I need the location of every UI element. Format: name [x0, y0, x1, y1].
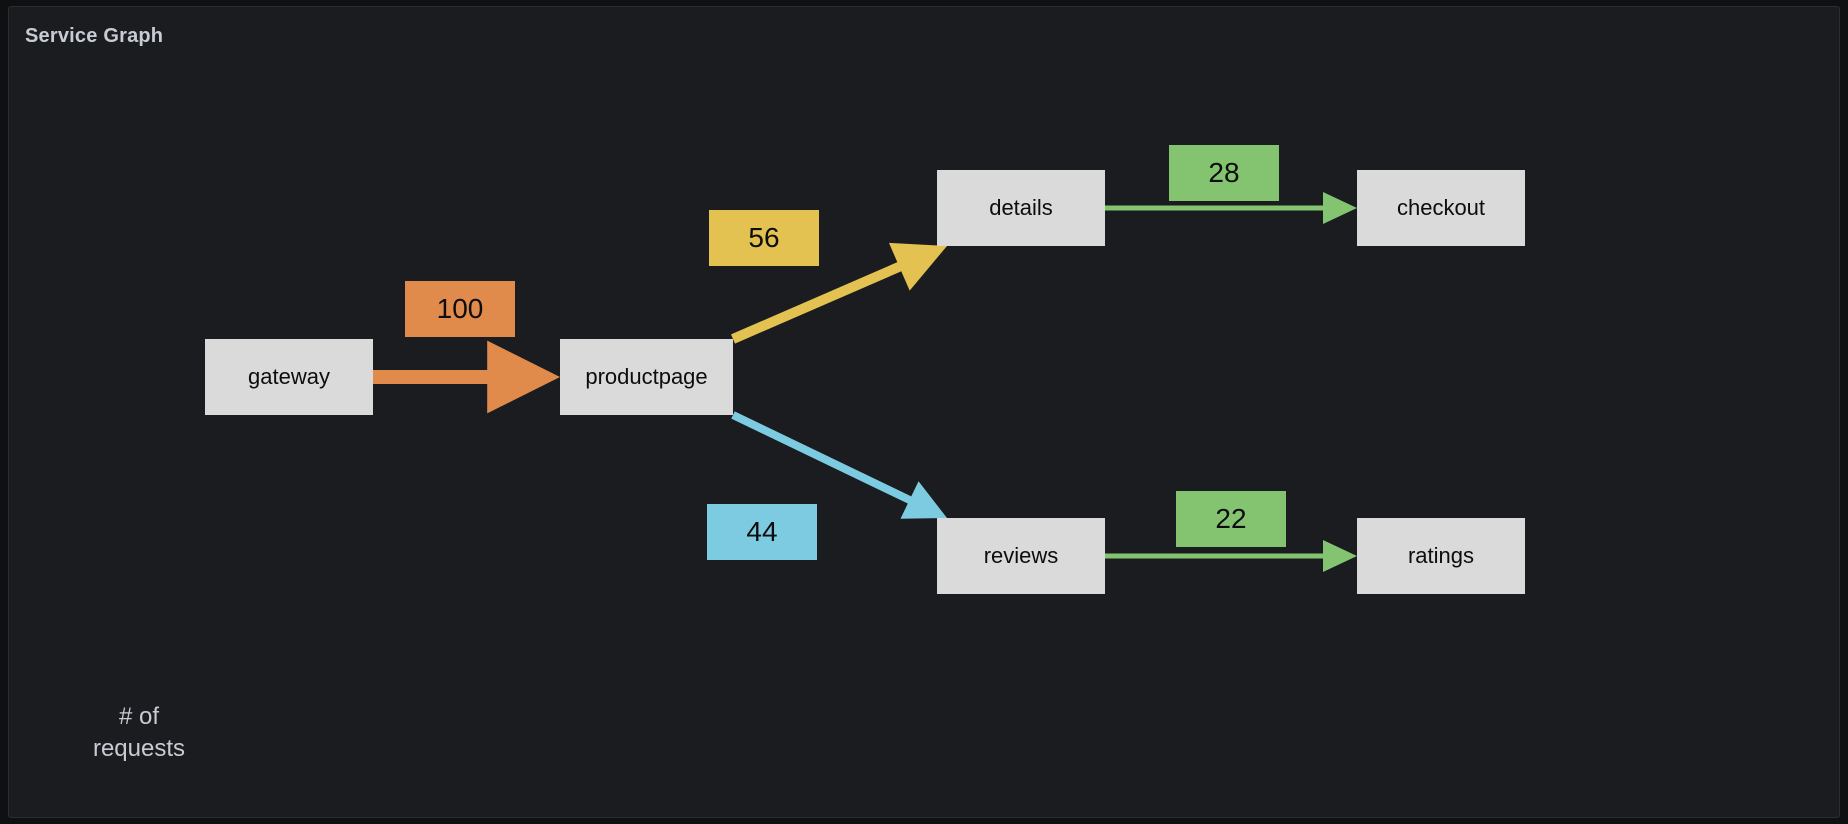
- graph-node-label: gateway: [248, 364, 330, 389]
- edge-label-productpage-reviews: 44: [707, 504, 817, 560]
- graph-edge-productpage-reviews[interactable]: [731, 411, 947, 519]
- graph-edge-productpage-details[interactable]: [731, 242, 947, 344]
- graph-edges-canvas: [373, 192, 1357, 572]
- graph-edge-gateway-productpage[interactable]: [373, 340, 560, 414]
- graph-node-gateway[interactable]: gateway: [205, 339, 373, 415]
- graph-node-label: checkout: [1396, 195, 1486, 220]
- edge-line: [731, 411, 914, 505]
- edge-arrowhead: [1323, 540, 1357, 572]
- edge-label-reviews-ratings: 22: [1176, 491, 1286, 547]
- legend: # of requests: [49, 701, 229, 766]
- legend-line-1: # of: [118, 703, 160, 730]
- edge-arrowhead: [900, 481, 947, 519]
- graph-edge-details-checkout[interactable]: [1105, 192, 1357, 224]
- edge-line: [731, 261, 904, 344]
- edge-label-value: 28: [1208, 157, 1240, 188]
- edge-label-details-checkout: 28: [1169, 145, 1279, 201]
- edge-label-value: 22: [1215, 503, 1247, 534]
- edge-arrowhead: [487, 340, 560, 414]
- graph-node-details[interactable]: details: [937, 170, 1105, 246]
- graph-node-reviews[interactable]: reviews: [937, 518, 1105, 594]
- legend-line-2: requests: [92, 735, 186, 763]
- edge-label-gateway-productpage: 100: [405, 281, 515, 337]
- graph-edge-reviews-ratings[interactable]: [1105, 540, 1357, 572]
- graph-node-label: reviews: [983, 543, 1059, 568]
- graph-node-checkout[interactable]: checkout: [1357, 170, 1525, 246]
- edge-arrowhead: [1323, 192, 1357, 224]
- edge-label-value: 56: [748, 222, 780, 253]
- page-title: Service Graph: [25, 25, 164, 47]
- graph-node-productpage[interactable]: productpage: [560, 339, 733, 415]
- graph-node-ratings[interactable]: ratings: [1357, 518, 1525, 594]
- graph-node-label: details: [989, 195, 1053, 220]
- graph-node-label: ratings: [1407, 543, 1475, 568]
- edge-label-value: 100: [436, 293, 484, 324]
- edge-label-value: 44: [746, 516, 778, 547]
- service-graph-panel: Service Graph gateway productpage details c…: [8, 6, 1840, 818]
- edge-arrowhead: [888, 242, 947, 291]
- graph-node-label: productpage: [585, 364, 708, 389]
- edge-label-productpage-details: 56: [709, 210, 819, 266]
